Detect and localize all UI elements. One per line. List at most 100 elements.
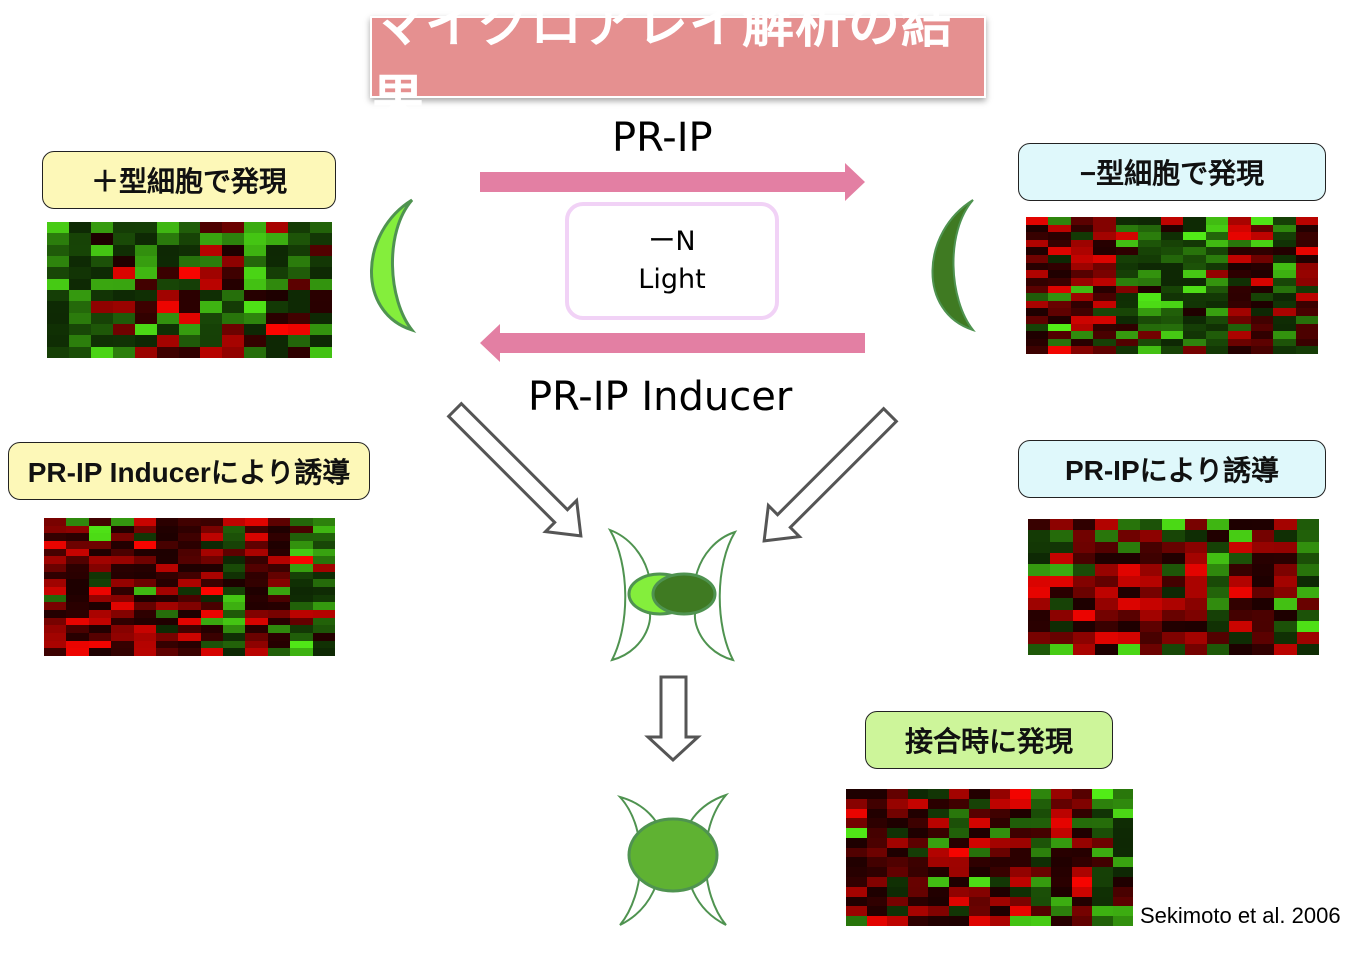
heatmap-cell xyxy=(1093,239,1116,248)
heatmap-cell xyxy=(1050,530,1073,542)
heatmap-cell xyxy=(1026,300,1049,309)
heatmap-cell xyxy=(200,312,223,324)
heatmap-cell xyxy=(1274,541,1297,553)
heatmap-cell xyxy=(1026,323,1049,332)
heatmap-cell xyxy=(1296,620,1319,633)
heatmap-cell xyxy=(866,847,887,858)
heatmap-cell xyxy=(1115,247,1139,256)
heatmap-cell xyxy=(1093,323,1116,332)
heatmap-cell xyxy=(133,533,156,541)
heatmap-cell xyxy=(156,233,179,245)
citation: Sekimoto et al. 2006 xyxy=(1140,903,1341,928)
heatmap-cell xyxy=(44,648,67,656)
heatmap-cell xyxy=(1295,262,1318,271)
heatmap-cell xyxy=(44,586,67,595)
heatmap-cell xyxy=(44,632,67,641)
heatmap-cell xyxy=(1070,247,1094,256)
heatmap-cell xyxy=(907,877,928,887)
heatmap-cell xyxy=(1250,315,1274,324)
heatmap-cell xyxy=(1051,798,1072,809)
heatmap-cell xyxy=(1092,886,1113,897)
heatmap-cell xyxy=(1117,552,1140,565)
heatmap-cell xyxy=(111,648,134,656)
heatmap-cell xyxy=(1115,217,1139,225)
heatmap-cell xyxy=(133,594,156,603)
heatmap-cell xyxy=(1072,575,1096,587)
heatmap-cell xyxy=(1117,564,1140,576)
heatmap-cell xyxy=(312,563,335,572)
heatmap-cell xyxy=(1095,632,1118,644)
heatmap-cell xyxy=(1095,541,1118,553)
heatmap-cell xyxy=(907,886,928,897)
heatmap-cell xyxy=(310,255,332,268)
heatmap-cell xyxy=(223,648,246,656)
heatmap-cell xyxy=(928,837,949,848)
heatmap-cell xyxy=(178,267,201,279)
heatmap-cell xyxy=(1295,300,1318,309)
heatmap-cell xyxy=(1250,255,1274,263)
heatmap-cell xyxy=(178,632,201,641)
heatmap-cell xyxy=(1295,255,1318,263)
heatmap-cell xyxy=(156,267,179,279)
heatmap-cell xyxy=(866,837,887,848)
heatmap-cell xyxy=(266,255,289,268)
heatmap-cell xyxy=(1162,541,1185,553)
heatmap-cell xyxy=(223,533,246,541)
heatmap-cell xyxy=(245,579,268,587)
heatmap-cell xyxy=(846,808,867,819)
heatmap-cell xyxy=(1296,530,1319,542)
heatmap-cell xyxy=(156,289,179,302)
heatmap-cell xyxy=(312,579,335,587)
heatmap-cell xyxy=(1095,519,1118,531)
heatmap-cell xyxy=(155,556,179,564)
heatmap-cell xyxy=(133,525,156,534)
heatmap-cell xyxy=(266,312,289,324)
heatmap-cell xyxy=(1072,552,1096,565)
heatmap-cell xyxy=(948,789,969,799)
heatmap-cell xyxy=(134,301,157,313)
heatmap-cell xyxy=(1139,598,1163,610)
heatmap-cell xyxy=(1295,293,1318,301)
label-inducer-text: PR-IP Inducerにより誘導 xyxy=(27,457,351,488)
heatmap-cell xyxy=(312,594,335,603)
heatmap-cell xyxy=(1050,632,1073,644)
heatmap-cell xyxy=(112,222,135,234)
heatmap-cell xyxy=(1184,564,1208,576)
heatmap-cell xyxy=(1296,541,1319,553)
heatmap-cell xyxy=(1048,239,1071,248)
heatmap-cell xyxy=(288,312,311,324)
heatmap-cell xyxy=(290,525,313,534)
heatmap-cell xyxy=(244,278,267,290)
heatmap-cell xyxy=(1010,847,1031,858)
heatmap-cell xyxy=(866,857,887,868)
heatmap-cell xyxy=(244,301,267,313)
heatmap-cell xyxy=(1092,867,1113,878)
heatmap-cell xyxy=(1273,239,1296,248)
heatmap-cell xyxy=(245,617,268,626)
heatmap-cell xyxy=(1070,346,1094,354)
heatmap-cell xyxy=(222,278,245,290)
heatmap-cell xyxy=(1010,916,1031,926)
heatmap-cell xyxy=(1112,857,1133,868)
heatmap-cell xyxy=(1205,331,1229,339)
heatmap-cell xyxy=(178,540,201,549)
heatmap-cell xyxy=(290,533,313,541)
heatmap-cell xyxy=(245,533,268,541)
heatmap-cell xyxy=(1160,323,1184,332)
heatmap-cell xyxy=(1205,323,1229,332)
heatmap-cell xyxy=(1070,315,1094,324)
heatmap-cell xyxy=(969,896,990,907)
heatmap-cell xyxy=(1296,609,1319,621)
heatmap-cell xyxy=(200,533,224,541)
heatmap-cell xyxy=(1183,346,1206,354)
heatmap-cell xyxy=(1112,906,1133,917)
heatmap-cell xyxy=(1092,808,1113,819)
heatmap-cell xyxy=(1207,632,1230,644)
heatmap-cell xyxy=(200,625,224,633)
heatmap-cell xyxy=(1026,346,1049,354)
heatmap-cell xyxy=(928,867,949,878)
heatmap-cell xyxy=(44,540,67,549)
title-banner: マイクロアレイ解析の結果 xyxy=(370,0,986,130)
label-prip-text: PR-IPにより誘導 xyxy=(1064,455,1280,486)
heatmap-cell xyxy=(1070,277,1094,286)
